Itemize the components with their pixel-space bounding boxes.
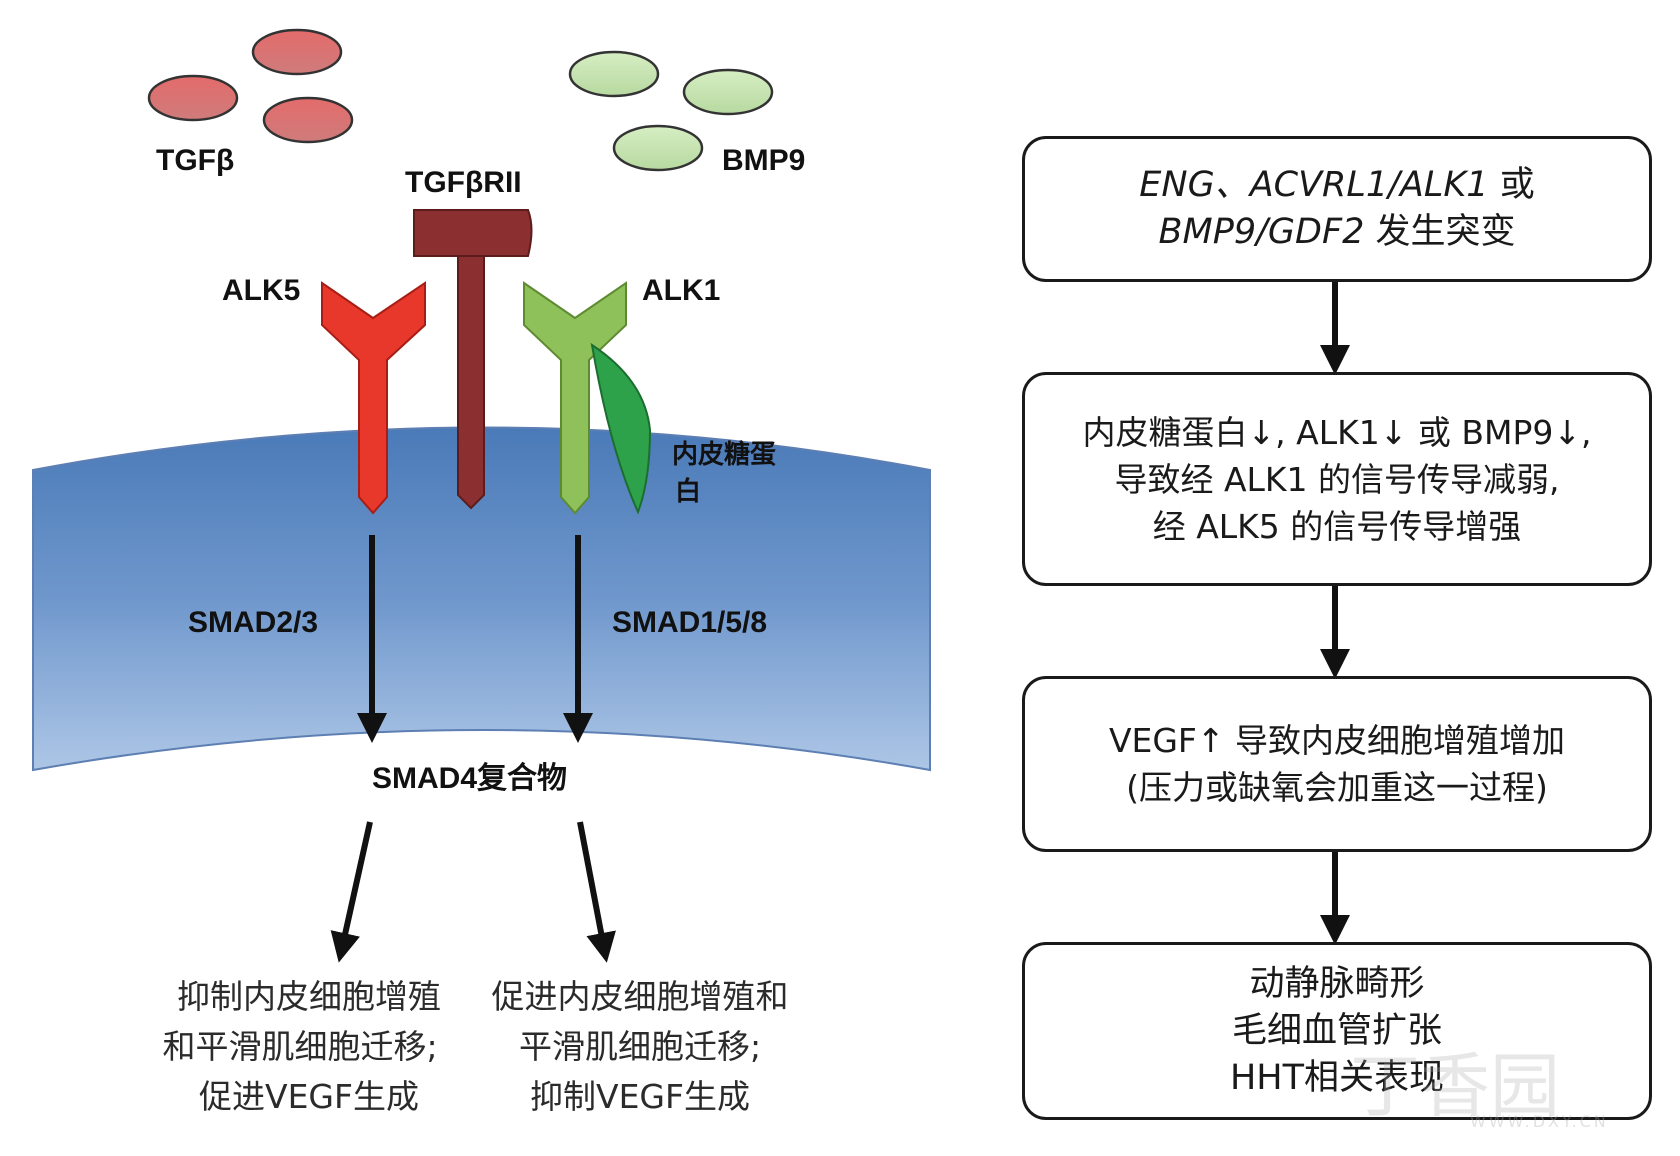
bmp9-label: BMP9 xyxy=(722,144,805,177)
outcome-right: 促进内皮细胞增殖和 平滑肌细胞迁移; 抑制VEGF生成 xyxy=(492,977,789,1116)
outcome-arrow-left xyxy=(330,821,373,963)
outcome-line: 毛细血管扩张 xyxy=(1231,1010,1442,1051)
cell-membrane xyxy=(32,426,931,772)
outcome-left-line: 抑制内皮细胞增殖 xyxy=(177,977,441,1016)
flow-box-mutation: ENG、ACVRL1/ALK1 或 BMP9/GDF2 发生突变 xyxy=(1022,136,1652,282)
signaling-line: 内皮糖蛋白↓, ALK1↓ 或 BMP9↓, xyxy=(1082,412,1592,452)
alk5-label: ALK5 xyxy=(222,274,300,307)
outcome-line: HHT相关表现 xyxy=(1229,1057,1445,1098)
bmp9-ligand xyxy=(612,124,704,172)
outcome-left: 抑制内皮细胞增殖 和平滑肌细胞迁移; 促进VEGF生成 xyxy=(162,977,441,1116)
mutation-line-2: BMP9/GDF2 发生突变 xyxy=(1159,209,1516,256)
outcome-line: 动静脉畸形 xyxy=(1249,963,1425,1004)
bmp9-ligand xyxy=(682,68,774,116)
endoglin-label-line1: 内皮糖蛋 xyxy=(672,439,776,470)
mutation-line-1: ENG、ACVRL1/ALK1 或 xyxy=(1139,162,1534,209)
signaling-line: 经 ALK5 的信号传导增强 xyxy=(1152,506,1522,546)
outcome-arrow-right xyxy=(577,821,616,963)
endoglin-protein xyxy=(590,342,652,515)
flow-box-signaling: 内皮糖蛋白↓, ALK1↓ 或 BMP9↓, 导致经 ALK1 的信号传导减弱,… xyxy=(1022,372,1652,586)
bmp9-ligand-group xyxy=(568,50,774,172)
smad4-complex-label: SMAD4复合物 xyxy=(372,761,567,795)
mutation-genes-1: ENG、ACVRL1/ALK1 xyxy=(1139,165,1489,205)
outcome-left-line: 和平滑肌细胞迁移; xyxy=(162,1027,437,1066)
tgfbrii-label: TGFβRII xyxy=(405,166,522,199)
outcome-right-line: 促进内皮细胞增殖和 xyxy=(492,977,789,1016)
outcome-right-line: 抑制VEGF生成 xyxy=(530,1077,750,1116)
flow-box-vegf: VEGF↑ 导致内皮细胞增殖增加 (压力或缺氧会加重这一过程) xyxy=(1022,676,1652,852)
outcome-right-line: 平滑肌细胞迁移; xyxy=(519,1027,761,1066)
endoglin-label-line2: 白 xyxy=(675,476,701,507)
tgfbrii-receptor xyxy=(413,209,533,510)
smad158-label: SMAD1/5/8 xyxy=(612,606,767,639)
alk5-receptor xyxy=(321,281,426,515)
tgfb-ligand-group xyxy=(147,28,354,144)
outcome-left-line: 促进VEGF生成 xyxy=(199,1077,419,1116)
watermark-url: WWW.DXY.CN xyxy=(1470,1112,1609,1131)
smad23-label: SMAD2/3 xyxy=(188,606,318,639)
vegf-line: (压力或缺氧会加重这一过程) xyxy=(1126,768,1548,807)
signaling-line: 导致经 ALK1 的信号传导减弱, xyxy=(1114,459,1560,499)
tgfb-ligand xyxy=(251,28,343,76)
watermark-logo: 丁香园 xyxy=(1350,1045,1560,1127)
tgfb-label: TGFβ xyxy=(156,144,234,177)
tgfb-ligand xyxy=(147,74,239,122)
mutation-genes-2: BMP9/GDF2 xyxy=(1158,212,1365,252)
alk1-receptor xyxy=(523,281,627,515)
mutation-conj: 或 xyxy=(1488,165,1535,205)
vegf-line: VEGF↑ 导致内皮细胞增殖增加 xyxy=(1108,721,1566,760)
bmp9-ligand xyxy=(568,50,660,98)
mutation-desc: 发生突变 xyxy=(1364,212,1516,252)
flow-box-outcome: 动静脉畸形 毛细血管扩张 HHT相关表现 xyxy=(1022,942,1652,1120)
tgfb-ligand xyxy=(262,96,354,144)
alk1-label: ALK1 xyxy=(642,274,720,307)
